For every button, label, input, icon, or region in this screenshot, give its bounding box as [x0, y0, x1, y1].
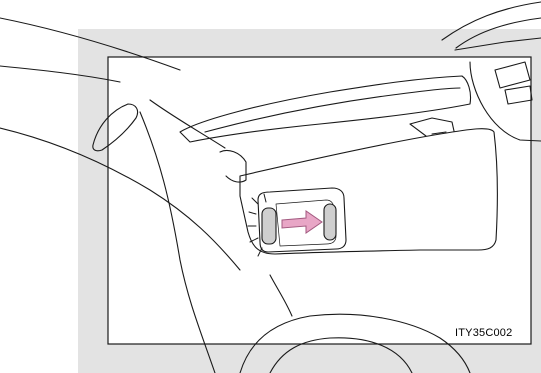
lamp-right — [324, 204, 336, 240]
figure-code: ITY35C002 — [455, 327, 512, 339]
